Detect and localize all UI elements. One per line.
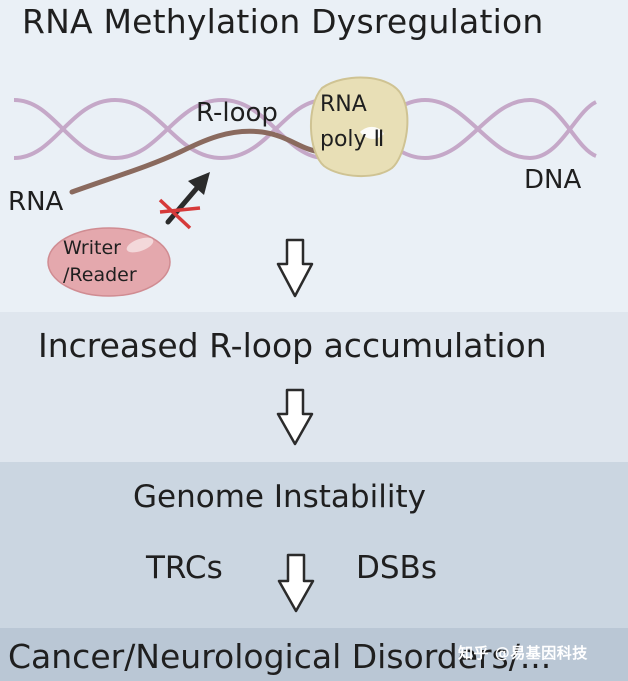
disorders-panel <box>0 628 628 681</box>
trcs-label: TRCs <box>146 550 223 586</box>
disorders-text: Cancer/Neurological Disorders/... <box>8 637 552 676</box>
rna-strand <box>69 128 325 195</box>
rna-pol-label-line1: RNA <box>320 92 367 117</box>
r-loop-illustration <box>13 76 598 298</box>
rna-label: RNA <box>8 187 64 217</box>
down-arrow-icon <box>277 553 315 613</box>
methylation-arrow <box>165 172 210 225</box>
writer-label: Writer <box>63 237 121 259</box>
r-loop-accumulation-text: Increased R-loop accumulation <box>38 326 547 365</box>
watermark: 知乎 @易基因科技 <box>458 644 588 662</box>
down-arrow-icon <box>276 238 314 298</box>
r-loop-label: R-loop <box>196 98 278 128</box>
diagram-title: RNA Methylation Dysregulation <box>22 2 544 41</box>
rna-polymerase-ii <box>310 76 409 178</box>
genome-instability-panel <box>0 462 628 628</box>
genome-instability-text: Genome Instability <box>133 479 426 515</box>
dsbs-label: DSBs <box>356 550 437 586</box>
r-loop-accumulation-panel <box>0 312 628 462</box>
inhibition-cross-icon <box>158 198 201 230</box>
writer-reader-blob <box>47 227 171 297</box>
rna-pol-label-line2: poly Ⅱ <box>320 127 385 152</box>
down-arrow-icon <box>276 388 314 446</box>
dna-label: DNA <box>524 165 582 195</box>
reader-label: /Reader <box>63 264 137 286</box>
